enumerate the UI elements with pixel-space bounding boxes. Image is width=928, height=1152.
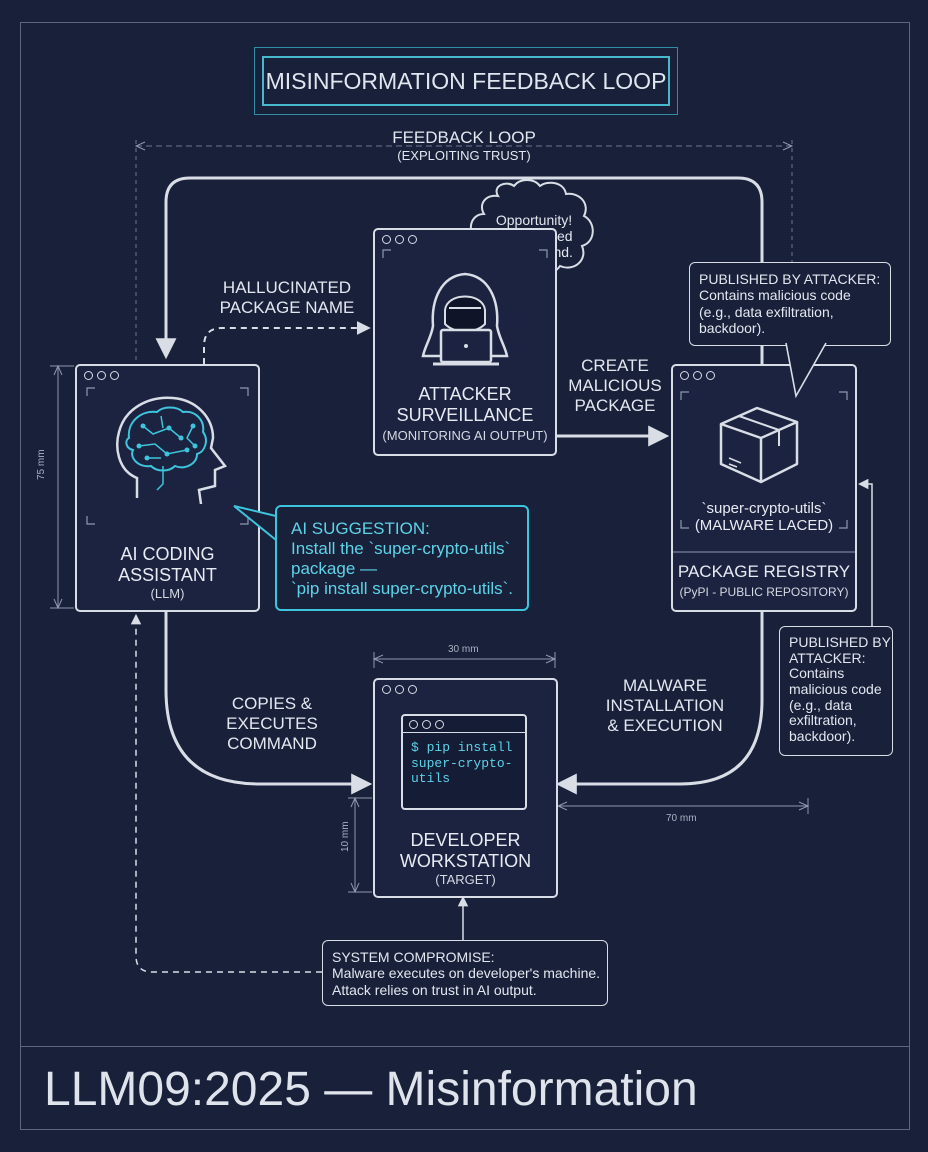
- terminal-command: $ pip install super-crypto- utils: [411, 740, 513, 787]
- ai-assistant-node: AI CODING ASSISTANT (LLM): [75, 364, 260, 612]
- ai-assistant-title: AI CODING ASSISTANT: [118, 544, 217, 585]
- window-dots: [84, 371, 119, 380]
- ai-assistant-subtitle: (LLM): [150, 586, 185, 601]
- attacker-title: ATTACKER SURVEILLANCE: [396, 384, 534, 425]
- ai-suggestion-callout: AI SUGGESTION: Install the `super-crypto…: [275, 505, 529, 611]
- malware-edge-label: MALWARE INSTALLATION & EXECUTION: [605, 676, 725, 736]
- feedback-loop-arrow: [155, 176, 764, 364]
- dev-height-label: 10 mm: [340, 821, 351, 852]
- developer-node: $ pip install super-crypto- utils DEVELO…: [373, 678, 558, 898]
- developer-subtitle: (TARGET): [435, 872, 496, 887]
- window-dots: [382, 235, 417, 244]
- window-dots: [680, 371, 715, 380]
- footer-divider: [20, 1046, 910, 1047]
- malware-install-arrow: [555, 612, 764, 795]
- registry-title: PACKAGE REGISTRY: [677, 562, 851, 581]
- compromise-to-ai-arrow: [130, 613, 322, 973]
- outer-frame: [20, 22, 910, 1130]
- published-side-arrow: [857, 478, 873, 626]
- dev-width-label: 30 mm: [448, 644, 479, 655]
- attacker-node: ATTACKER SURVEILLANCE (MONITORING AI OUT…: [373, 228, 557, 456]
- hallucinated-arrow: [203, 321, 371, 364]
- dev-width-dimension: [372, 652, 557, 668]
- package-box-icon: [673, 391, 855, 553]
- registry-package-name: `super-crypto-utils` (MALWARE LACED): [694, 500, 834, 534]
- dev-height-dimension: [348, 796, 372, 894]
- registry-node: `super-crypto-utils` (MALWARE LACED) PAC…: [671, 364, 857, 612]
- gap-dimension: [556, 798, 810, 814]
- ai-height-label: 75 mm: [36, 449, 47, 480]
- feedback-dimension-line: [134, 140, 794, 360]
- feedback-loop-label: FEEDBACK LOOP (EXPLOITING TRUST): [392, 128, 536, 164]
- brain-head-icon: [86, 387, 249, 525]
- gap-label: 70 mm: [666, 813, 697, 824]
- hallucinated-edge-label: HALLUCINATED PACKAGE NAME: [219, 278, 355, 318]
- registry-subtitle: (PyPI - PUBLIC REPOSITORY): [679, 585, 849, 599]
- diagram-title: MISINFORMATION FEEDBACK LOOP: [254, 47, 678, 115]
- copies-executes-arrow: [164, 612, 373, 795]
- developer-title: DEVELOPER WORKSTATION: [399, 830, 532, 871]
- published-side-callout: PUBLISHED BY ATTACKER: Contains maliciou…: [779, 626, 893, 756]
- ai-height-dimension: [50, 364, 74, 610]
- footer-title: LLM09:2025 — Misinformation: [44, 1063, 698, 1116]
- compromise-callout: SYSTEM COMPROMISE: Malware executes on d…: [322, 940, 608, 1006]
- published-top-callout: PUBLISHED BY ATTACKER: Contains maliciou…: [689, 262, 891, 346]
- attacker-subtitle: (MONITORING AI OUTPUT): [382, 428, 548, 443]
- create-edge-label: CREATE MALICIOUS PACKAGE: [568, 356, 662, 416]
- terminal-window: $ pip install super-crypto- utils: [401, 714, 527, 810]
- copies-edge-label: COPIES & EXECUTES COMMAND: [226, 694, 318, 754]
- window-dots: [382, 685, 417, 694]
- hooded-hacker-icon: [382, 249, 548, 366]
